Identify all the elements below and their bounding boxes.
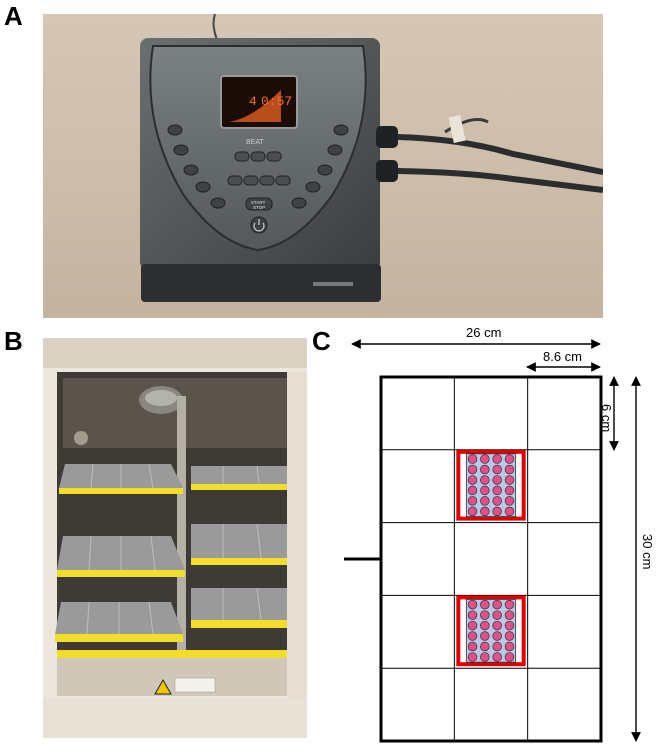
plate-well [467,454,478,464]
side-button[interactable] [210,197,226,209]
plate-well [467,506,478,517]
plate-well [467,496,478,506]
plate-well [467,641,478,652]
side-button[interactable] [327,144,343,156]
centre-button[interactable] [234,151,250,162]
height-label: 30 cm [640,534,655,570]
centre-button[interactable] [227,175,243,186]
width-label: 26 cm [466,325,502,340]
side-button[interactable] [195,181,211,193]
plate-well [492,475,502,485]
plate-highlight [456,449,526,521]
plate-well [480,652,490,662]
centre-button[interactable] [275,175,291,186]
plate-well [504,641,515,652]
plate-well [492,620,502,631]
plate-well [467,475,478,485]
plate-well [467,485,478,496]
row-height-label: 6 cm [599,404,614,433]
plate-well [504,599,515,610]
well-plate [465,453,517,517]
plate-well [480,464,490,475]
incubator-photo [43,338,307,738]
device-photo: 4 0:57 BEAT START STOP [43,14,603,318]
centre-button[interactable] [259,175,275,186]
plate-well [492,464,502,475]
plate-well [480,475,490,485]
centre-button[interactable] [266,151,282,162]
plate-well [504,610,515,620]
panel-label-c: C [312,326,331,356]
plate-well [504,464,515,475]
panel-label-b: B [4,326,23,356]
shelf-tray [191,588,299,620]
display-time: 0:57 [261,94,292,109]
plate-well [504,620,515,631]
plate-well [504,485,515,496]
plate-well [504,631,515,641]
plate-well [504,454,515,464]
plate-highlight [456,595,526,667]
display-digit: 4 [249,94,257,109]
device-base [141,264,381,302]
plate-well [480,599,490,610]
cable-connector [376,160,398,182]
plate-well [504,506,515,517]
plate-well [492,652,502,662]
plate-well [480,454,490,464]
plate-well [467,631,478,641]
plate-well [480,506,490,517]
plate-well [492,610,502,620]
plate-well [467,464,478,475]
panel-label-a: A [4,1,23,31]
plate-well [480,620,490,631]
plate-well [467,610,478,620]
side-button[interactable] [291,197,307,209]
plate-well [492,641,502,652]
side-button[interactable] [305,181,321,193]
plate-well [480,485,490,496]
plate-well [492,454,502,464]
shelf-divider [177,396,186,696]
plate-well [492,485,502,496]
sensor-port [74,431,88,445]
stop-label: STOP [253,205,265,210]
cable-connector [376,126,398,148]
plate-well [467,620,478,631]
start-label: START [251,200,266,205]
shelf-tray [191,466,299,484]
plate-well [480,631,490,641]
plate-well [492,506,502,517]
plate-well [467,652,478,662]
plate-well [467,599,478,610]
side-button[interactable] [167,124,183,136]
plate-well [480,496,490,506]
centre-button[interactable] [243,175,259,186]
column-width-label: 8.6 cm [543,349,583,364]
side-button[interactable] [183,164,199,176]
plate-well [480,610,490,620]
plate-well [504,652,515,662]
device-brand: BEAT [246,139,264,146]
plate-well [492,631,502,641]
shelf-outline [379,375,603,743]
plate-well [504,496,515,506]
centre-button[interactable] [250,151,266,162]
plate-well [492,496,502,506]
well-plate [465,599,517,663]
device-control-panel [149,45,367,252]
plate-well [492,599,502,610]
side-button[interactable] [333,124,349,136]
plate-well [504,475,515,485]
start-stop-button[interactable] [245,197,273,211]
side-button[interactable] [317,164,333,176]
shelf-tray [191,524,301,558]
plate-well [480,641,490,652]
warning-label-icon [154,678,172,695]
side-button[interactable] [173,144,189,156]
